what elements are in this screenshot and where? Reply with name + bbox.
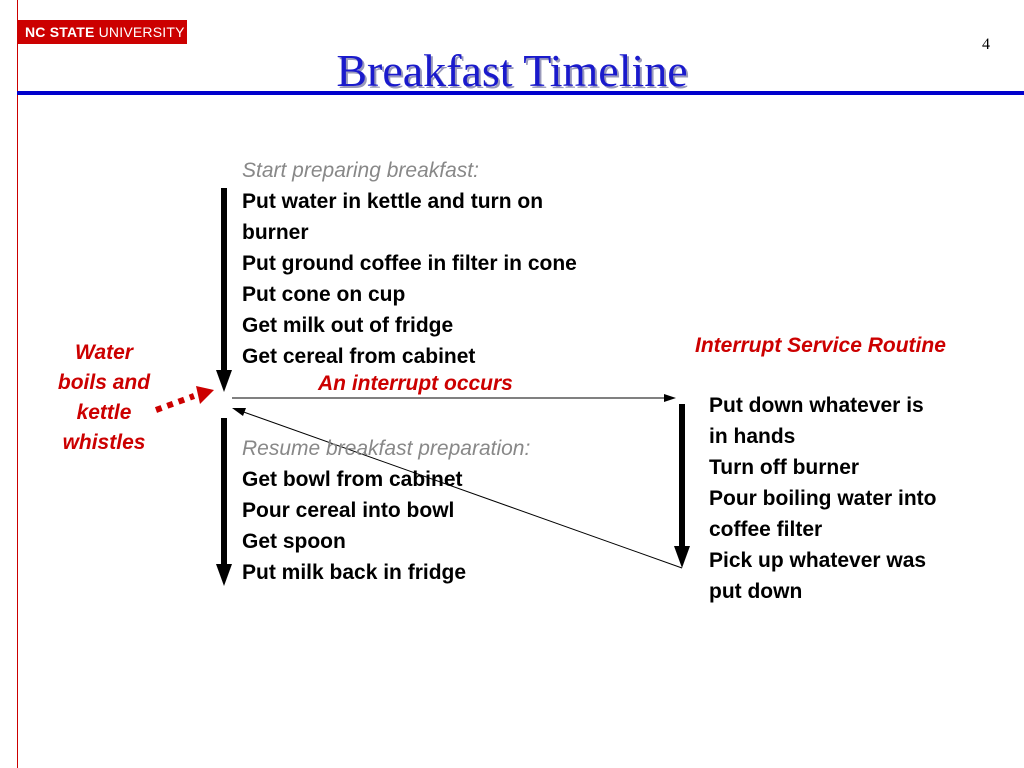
return-transfer-arrowhead — [232, 408, 246, 416]
return-transfer-line — [237, 409, 683, 569]
main-flow-arrowhead-before — [216, 370, 232, 392]
step-after-3: Get spoon — [242, 530, 346, 553]
isr-step-5: coffee filter — [709, 518, 823, 541]
isr-step-3: Turn off burner — [709, 456, 860, 479]
logo-text-bold: NC STATE — [25, 24, 95, 40]
step-after-1: Get bowl from cabinet — [242, 468, 463, 491]
step-before-4: Put cone on cup — [242, 283, 406, 306]
step-before-3: Put ground coffee in filter in cone — [242, 252, 577, 275]
title-underline-rule — [17, 91, 1024, 95]
isr-step-6: Pick up whatever was — [709, 549, 927, 572]
main-flow-arrowhead-after — [216, 564, 232, 586]
isr-steps: Put down whatever is in hands Turn off b… — [709, 390, 937, 607]
external-event-label: Water boils and kettle whistles — [42, 338, 166, 458]
slide-title: Breakfast Timeline — [336, 45, 688, 96]
step-after-2: Pour cereal into bowl — [242, 499, 455, 522]
main-flow-before: Start preparing breakfast: Put water in … — [242, 155, 577, 372]
resume-label: Resume breakfast preparation: — [242, 437, 531, 460]
isr-step-2: in hands — [709, 425, 796, 448]
step-after-4: Put milk back in fridge — [242, 561, 467, 584]
step-before-6: Get cereal from cabinet — [242, 345, 476, 368]
isr-flow-arrowhead — [674, 546, 690, 568]
event-line-4: whistles — [62, 431, 146, 454]
step-before-2: burner — [242, 221, 309, 244]
event-dotted-arrowhead — [196, 386, 214, 404]
event-line-2: boils and — [57, 371, 151, 394]
step-before-1: Put water in kettle and turn on — [242, 190, 544, 213]
event-line-3: kettle — [76, 401, 132, 424]
step-before-5: Get milk out of fridge — [242, 314, 454, 337]
event-line-1: Water — [75, 341, 133, 364]
interrupt-label: An interrupt occurs — [318, 372, 513, 395]
isr-step-4: Pour boiling water into — [709, 487, 937, 510]
page-number: 4 — [982, 36, 990, 53]
isr-step-1: Put down whatever is — [709, 394, 924, 417]
interrupt-transfer-arrowhead — [664, 394, 676, 402]
university-logo: NC STATE UNIVERSITY — [17, 20, 187, 44]
isr-step-7: put down — [709, 580, 803, 603]
main-flow-after: Resume breakfast preparation: Get bowl f… — [242, 433, 530, 588]
start-label: Start preparing breakfast: — [242, 159, 479, 182]
logo-text-regular: UNIVERSITY — [94, 24, 185, 40]
isr-title: Interrupt Service Routine — [695, 334, 946, 357]
left-margin-rule — [17, 0, 18, 768]
